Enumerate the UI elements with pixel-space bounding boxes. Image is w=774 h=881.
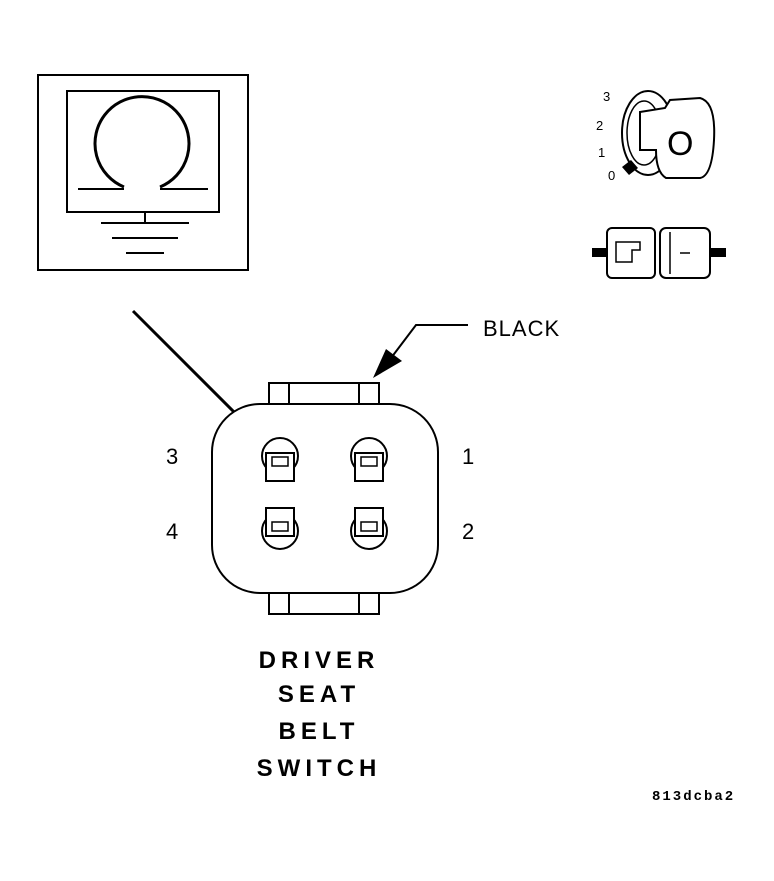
wire-color-callout: BLACK <box>373 316 560 378</box>
title-line-2: SEAT <box>278 681 360 708</box>
component-title: DRIVER SEAT BELT SWITCH <box>257 647 382 782</box>
ohm-icon <box>78 95 208 190</box>
seat-belt-switch-connector: 3 1 4 2 <box>166 382 474 615</box>
connector-half-left <box>606 227 656 279</box>
pin-label-2: 2 <box>462 519 474 544</box>
ignition-position-2: 2 <box>596 118 603 133</box>
title-line-1: DRIVER <box>259 647 380 674</box>
connector-pin-2 <box>350 507 388 550</box>
ignition-key-icon: 3 2 1 0 O <box>596 89 716 183</box>
ignition-key-label: O <box>667 125 693 163</box>
wire-color-label: BLACK <box>483 316 560 341</box>
title-line-4: SWITCH <box>257 755 382 782</box>
title-line-3: BELT <box>279 718 360 745</box>
figure-code: 813dcba2 <box>652 789 735 805</box>
pin-label-3: 3 <box>166 444 178 469</box>
ignition-position-1: 1 <box>598 145 605 160</box>
ignition-position-0: 0 <box>608 168 615 183</box>
pin-label-4: 4 <box>166 519 178 544</box>
leader-arrowhead <box>373 349 402 378</box>
connector-body <box>211 403 439 594</box>
connector-pin-4 <box>261 507 299 550</box>
disconnected-connector-icon <box>592 227 726 279</box>
connector-pin-1 <box>350 437 388 482</box>
ignition-position-3: 3 <box>603 89 610 104</box>
pin-label-1: 1 <box>462 444 474 469</box>
ohmmeter-display <box>66 90 220 213</box>
connector-pin-3 <box>261 437 299 482</box>
ground-icon <box>101 212 189 254</box>
ohmmeter <box>37 74 249 271</box>
ignition-indicator <box>622 160 638 175</box>
ignition-key <box>639 96 716 179</box>
